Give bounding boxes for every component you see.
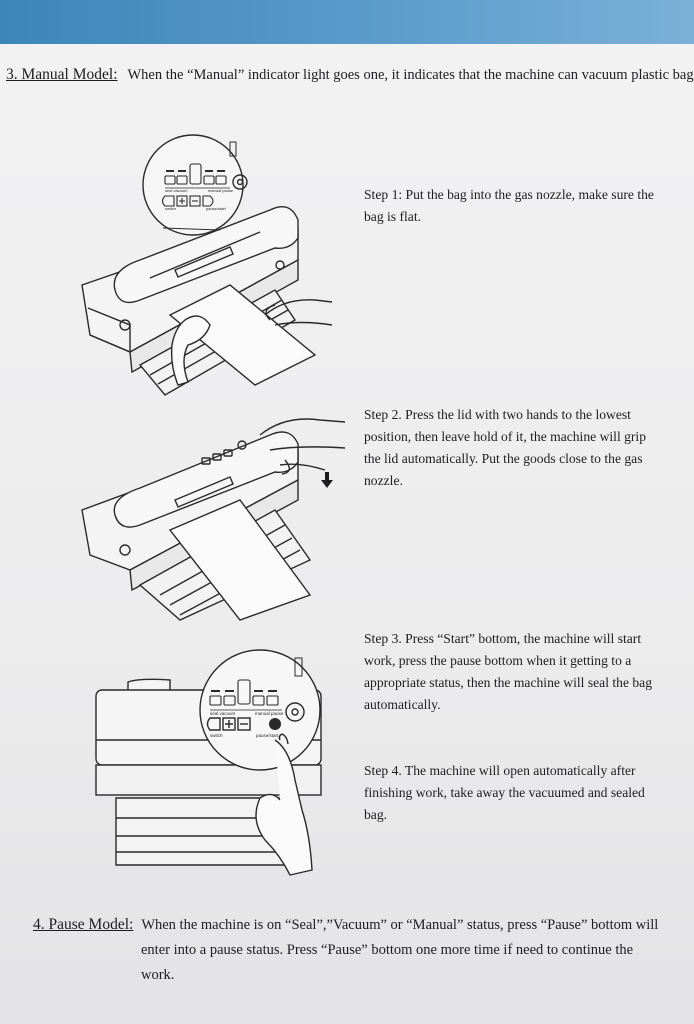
- down-arrow-icon: [321, 472, 333, 488]
- pause-model-section: 4. Pause Model: When the machine is on “S…: [33, 912, 663, 988]
- step3-4-illustration: seal vacuum manual pause switch pause/st…: [95, 649, 322, 876]
- manual-model-label: 3. Manual Model:: [6, 66, 118, 83]
- panel-seal-vacuum-label: seal vacuum: [165, 188, 188, 193]
- pause-model-line-1: When the machine is on “Seal”,”Vacuum” o…: [141, 917, 659, 933]
- panel-seal-vacuum-label-zoom: seal vacuum: [210, 711, 236, 716]
- step-2-text: Step 2. Press the lid with two hands to …: [364, 407, 647, 488]
- step2-illustration: [81, 418, 346, 621]
- pause-model-label: 4. Pause Model:: [33, 916, 134, 933]
- panel-switch-label: switch: [165, 206, 176, 211]
- panel-manual-pause-label: manual pause: [208, 188, 234, 193]
- step-1-text: Step 1: Put the bag into the gas nozzle,…: [364, 187, 654, 224]
- pause-model-line-2: enter into a pause status. Press “Pause”…: [141, 942, 634, 983]
- panel-switch-label-zoom: switch: [210, 733, 223, 738]
- panel-pause-start-label: pause/start: [206, 206, 227, 211]
- top-color-band: [0, 0, 694, 50]
- panel-pause-start-label-zoom: pause/start: [256, 733, 279, 738]
- step-4-text: Step 4. The machine will open automatica…: [364, 763, 645, 822]
- manual-model-heading: 3. Manual Model: When the “Manual” indica…: [6, 66, 694, 84]
- step-3-text: Step 3. Press “Start” bottom, the machin…: [364, 631, 653, 712]
- panel-manual-pause-label-zoom: manual pause: [255, 711, 284, 716]
- step1-illustration: seal vacuum manual pause switch pause/st…: [81, 134, 333, 396]
- manual-model-description: When the “Manual” indicator light goes o…: [127, 67, 694, 83]
